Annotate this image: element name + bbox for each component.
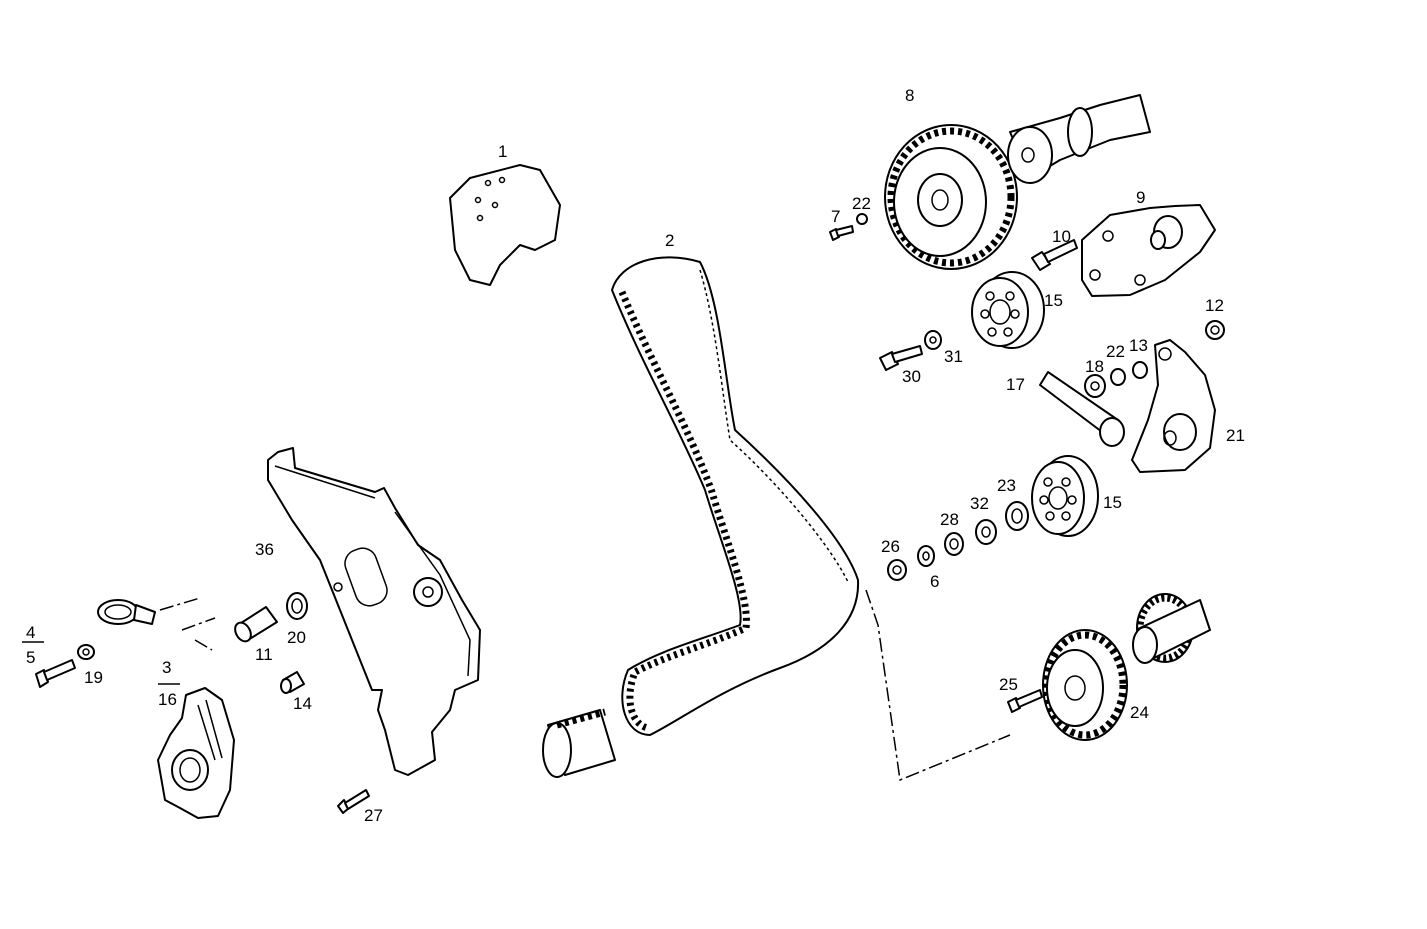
part-21-tensioner-arm — [1131, 339, 1216, 473]
label-23: 23 — [997, 476, 1016, 495]
label-31: 31 — [944, 347, 963, 366]
label-15-upper: 15 — [1044, 291, 1063, 310]
label-27: 27 — [364, 806, 383, 825]
intermediate-shaft — [1132, 593, 1211, 664]
part-12-nut — [1205, 320, 1225, 340]
part-18-washer — [1084, 374, 1106, 398]
part-20-seal — [286, 592, 308, 620]
crankshaft-sprocket — [542, 708, 616, 778]
part-15-idler-lower — [1031, 455, 1099, 537]
label-5: 5 — [26, 648, 35, 667]
label-15-lower: 15 — [1103, 493, 1122, 512]
label-12: 12 — [1205, 296, 1224, 315]
label-17: 17 — [1006, 375, 1025, 394]
part-31-washer — [924, 330, 942, 350]
label-26: 26 — [881, 537, 900, 556]
label-3: 3 — [162, 658, 171, 677]
label-22-upper: 22 — [852, 194, 871, 213]
alignment-line — [865, 589, 1011, 782]
label-1: 1 — [498, 142, 507, 161]
part-8-camshaft-sprocket — [884, 124, 1018, 270]
part-11-bushing — [234, 606, 278, 643]
part-19-washer — [77, 644, 95, 660]
part-15-idler-upper — [971, 271, 1045, 349]
part-2-timing-belt — [611, 256, 860, 736]
part-7-bolt — [829, 225, 854, 241]
label-7: 7 — [831, 207, 840, 226]
label-10: 10 — [1052, 227, 1071, 246]
label-22-lower: 22 — [1106, 342, 1125, 361]
part-4-bracket — [97, 597, 216, 651]
part-25-bolt — [1007, 689, 1043, 713]
label-25: 25 — [999, 675, 1018, 694]
part-22-washer — [856, 213, 868, 225]
part-14-sleeve — [280, 671, 305, 694]
part-10-bolt — [1031, 239, 1078, 271]
label-20: 20 — [287, 628, 306, 647]
label-24: 24 — [1130, 703, 1149, 722]
part-3-tensioner — [157, 687, 235, 819]
part-5-bolt — [35, 659, 76, 688]
part-36-lower-cover — [267, 447, 481, 776]
label-32: 32 — [970, 494, 989, 513]
label-2: 2 — [665, 231, 674, 250]
label-21: 21 — [1226, 426, 1245, 445]
label-18: 18 — [1085, 357, 1104, 376]
part-9-bracket — [1081, 204, 1216, 297]
part-27-screw — [337, 789, 370, 814]
part-17-pin — [1039, 371, 1125, 447]
label-14: 14 — [293, 694, 312, 713]
part-13-washer — [1132, 361, 1148, 379]
label-11: 11 — [255, 645, 273, 664]
part-26-nut — [887, 559, 907, 581]
part-32-washer — [975, 519, 997, 545]
part-6-washer — [917, 545, 935, 567]
camshaft — [1007, 94, 1151, 184]
part-30-bolt — [879, 345, 923, 371]
label-16: 16 — [158, 690, 177, 709]
label-6: 6 — [930, 572, 939, 591]
label-36: 36 — [255, 540, 274, 559]
part-22-washer-b — [1110, 368, 1126, 386]
label-13: 13 — [1129, 336, 1148, 355]
part-1-upper-cover — [449, 164, 561, 286]
label-28: 28 — [940, 510, 959, 529]
part-28-washer — [944, 532, 964, 556]
label-8: 8 — [905, 86, 914, 105]
label-30: 30 — [902, 367, 921, 386]
part-24-sprocket — [1042, 629, 1128, 741]
label-4: 4 — [26, 623, 35, 642]
label-19: 19 — [84, 668, 103, 687]
label-9: 9 — [1136, 188, 1145, 207]
part-23-seal — [1005, 501, 1029, 531]
